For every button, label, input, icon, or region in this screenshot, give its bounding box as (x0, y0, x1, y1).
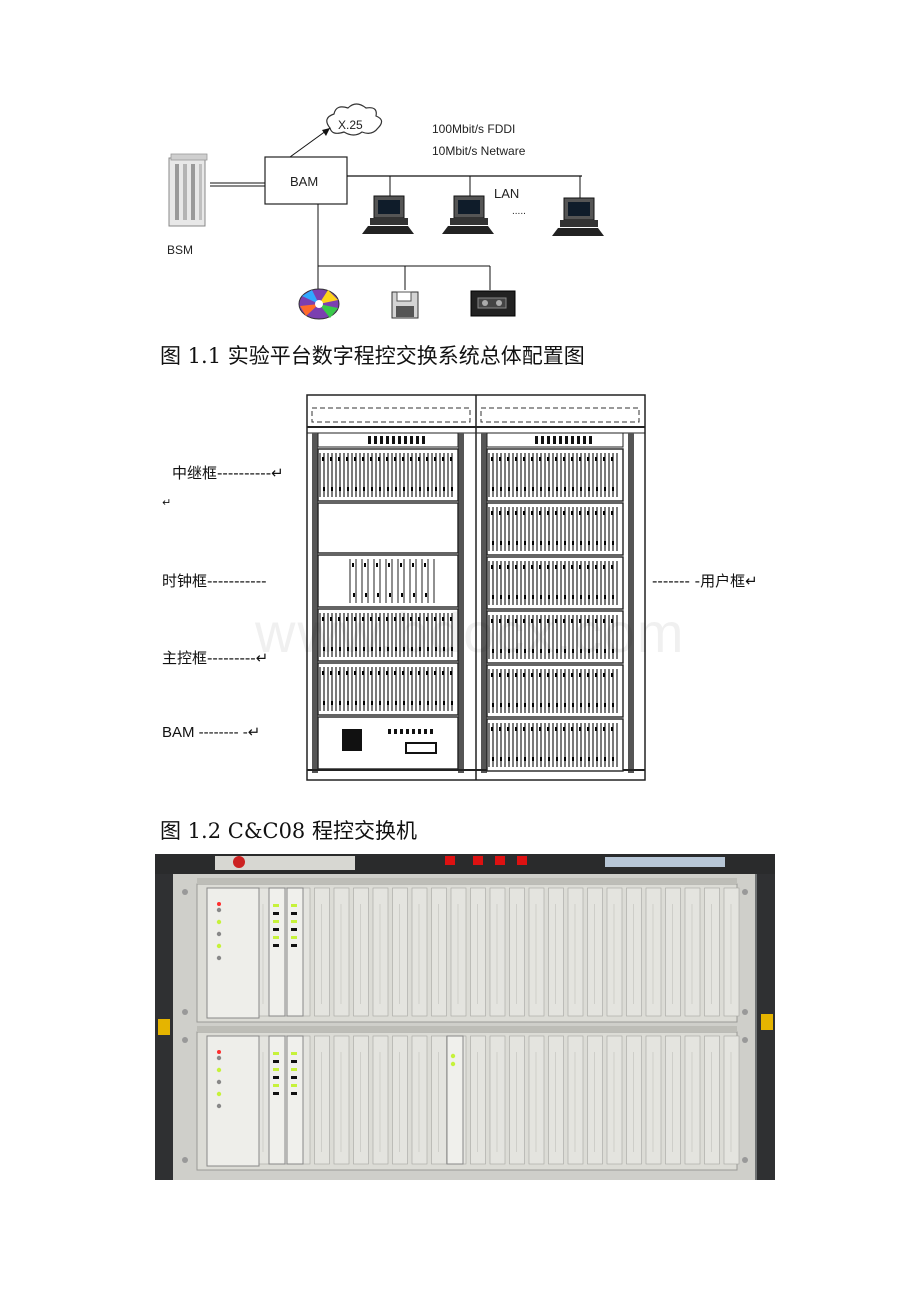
network-diagram-lines (210, 103, 582, 300)
blank-paragraph-mark: ↵ (162, 496, 172, 509)
x25-cloud-shape (326, 103, 383, 136)
bsm-label: BSM (167, 243, 194, 257)
watermark: www.bdocx.com (255, 601, 686, 664)
bam-frame-label: BAM -------- -↵ (162, 724, 261, 741)
optical-disc-icon (298, 288, 340, 320)
bam-box (264, 156, 348, 205)
left-rack-frames (317, 432, 459, 770)
floppy-disk-icon (391, 291, 419, 319)
figure-1-caption: 图 1.1 实验平台数字程控交换系统总体配置图 (160, 344, 585, 368)
fddi-label: 100Mbit/s FDDI (432, 122, 516, 136)
bsm-cabinet-icon (168, 153, 208, 227)
warning-label-left (158, 1019, 170, 1035)
lan-label: LAN (494, 186, 520, 201)
trunk-frame-label: 中继框----------↵ (172, 464, 284, 482)
figure-2-caption: 图 1.2 C&C08 程控交换机 (160, 819, 417, 843)
clock-frame-label: 时钟框----------- (162, 572, 267, 590)
lan-computer-icon-1 (362, 195, 414, 234)
logo-badge (233, 856, 245, 868)
right-rack-frames (486, 432, 624, 772)
red-switch-2 (473, 856, 483, 865)
red-switch-4 (517, 856, 527, 865)
red-switch-1 (445, 856, 455, 865)
equipment-photo (155, 854, 775, 1180)
bam-label: BAM (290, 174, 319, 189)
lan-ellipsis: ..... (512, 206, 526, 217)
user-frame-label: ------- -用户框↵ (652, 572, 758, 590)
netware-label: 10Mbit/s Netware (432, 144, 526, 158)
lan-computer-icon-3 (552, 197, 604, 236)
red-switch-3 (495, 856, 505, 865)
lan-computer-icon-2 (442, 195, 494, 234)
tape-drive-icon (470, 290, 516, 317)
x25-label: X.25 (338, 118, 363, 132)
main-control-frame-label: 主控框---------↵ (162, 649, 269, 667)
warning-label-right (761, 1014, 773, 1030)
